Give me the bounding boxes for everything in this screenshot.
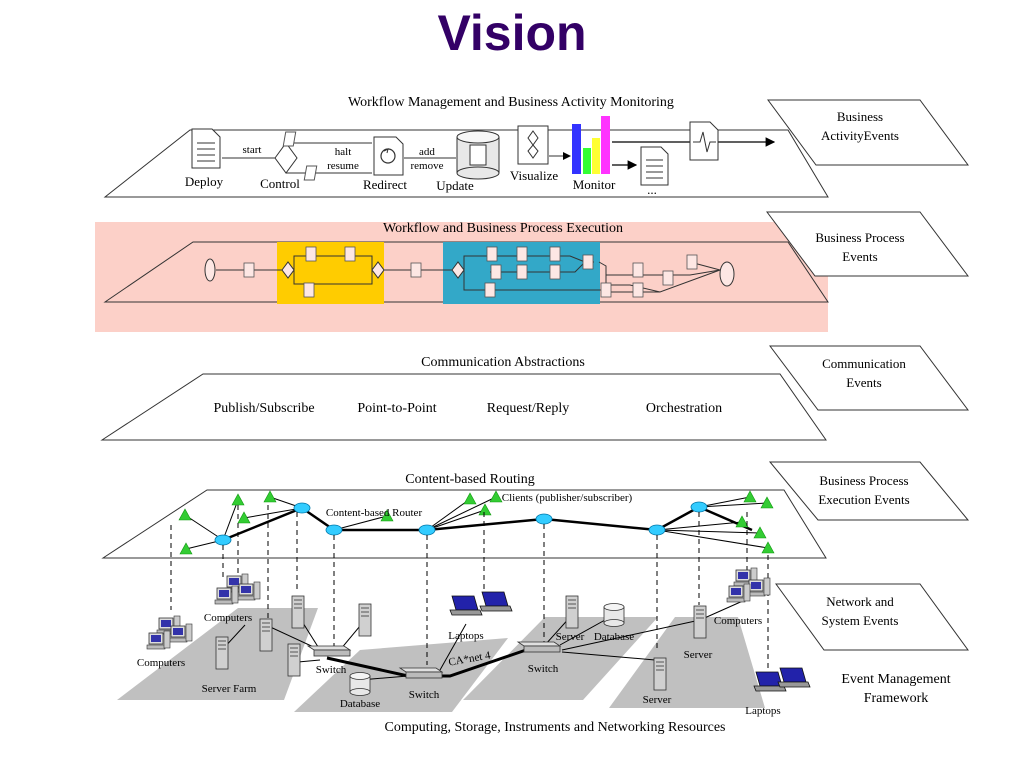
bpe-events-line1: Business Process — [815, 230, 904, 245]
control-diamond-icon — [274, 142, 298, 174]
ellipsis-label: ... — [647, 182, 657, 197]
redirect-label: Redirect — [363, 177, 407, 192]
switch-label-left: Switch — [316, 664, 347, 676]
laptops-label-center: Laptops — [448, 630, 483, 642]
visualize-label: Visualize — [510, 168, 559, 183]
computers-label-left-top: Computers — [204, 612, 252, 624]
comm-orchestration: Orchestration — [646, 401, 722, 416]
update-label: Update — [436, 178, 474, 193]
control-label: Control — [260, 176, 300, 191]
remove-label: remove — [411, 160, 444, 172]
bpee-events-line1: Business Process — [819, 473, 908, 488]
visualize-icon — [517, 125, 549, 165]
layer-workflow-management: Workflow Management and Business Activit… — [103, 95, 829, 198]
layer-resources: Computers Computers Server Farm Switch D… — [117, 505, 811, 735]
resume-label: resume — [327, 160, 359, 172]
layer-label-workflow-exec: Workflow and Business Process Execution — [383, 221, 623, 236]
layer-workflow-execution: Workflow and Business Process Execution — [95, 221, 829, 332]
monitor-bars-icon — [572, 116, 610, 174]
bpe-events-line2: Events — [842, 249, 877, 264]
bam-events-line2: ActivityEvents — [821, 128, 899, 143]
start-label: start — [243, 144, 262, 156]
comm-events-line1: Communication — [822, 356, 906, 371]
monitor-label: Monitor — [573, 177, 616, 192]
clients-label: Clients (publisher/subscriber) — [502, 492, 633, 504]
comm-publish-subscribe: Publish/Subscribe — [213, 401, 314, 416]
yellow-process-block — [277, 242, 384, 304]
server-label-right: Server — [684, 649, 713, 661]
computers-label-left: Computers — [137, 657, 185, 669]
signal-doc-icon — [689, 121, 719, 161]
slide-title: Vision — [437, 5, 587, 61]
deploy-doc-icon — [191, 128, 221, 169]
bam-events-line1: Business — [837, 109, 883, 124]
net-events-line1: Network and — [826, 594, 894, 609]
start-node-icon — [204, 258, 216, 282]
end-node-icon — [719, 261, 735, 287]
comm-point-to-point: Point-to-Point — [357, 401, 436, 416]
deploy-label: Deploy — [185, 174, 224, 189]
layer-communication: Communication Abstractions Publish/Subsc… — [100, 355, 827, 441]
update-database-icon — [456, 130, 500, 180]
server-label-center: Server — [556, 631, 585, 643]
server-label-bottom: Server — [643, 694, 672, 706]
layer-label-resources: Computing, Storage, Instruments and Netw… — [384, 720, 725, 735]
net-events-line2: System Events — [822, 613, 899, 628]
bpee-events-line2: Execution Events — [818, 492, 909, 507]
layer-label-communication: Communication Abstractions — [421, 355, 585, 370]
switch-label-right: Switch — [528, 663, 559, 675]
emf-line1: Event Management — [841, 672, 950, 687]
server-farm-label: Server Farm — [202, 683, 257, 695]
computers-label-right: Computers — [714, 615, 762, 627]
redirect-icon — [373, 136, 404, 176]
comm-events-line2: Events — [846, 375, 881, 390]
database-label-right: Database — [594, 631, 634, 643]
layer-label-workflow-mgmt: Workflow Management and Business Activit… — [348, 95, 674, 110]
switch-label-center: Switch — [409, 689, 440, 701]
output-doc-icon — [640, 146, 669, 186]
layer-label-routing: Content-based Routing — [405, 472, 535, 487]
comm-request-reply: Request/Reply — [487, 401, 569, 416]
laptops-label-right: Laptops — [745, 705, 780, 717]
event-planes: Business ActivityEvents Business Process… — [766, 99, 970, 706]
halt-label: halt — [335, 146, 352, 158]
emf-line2: Framework — [864, 691, 929, 706]
router-label: Content-based Router — [326, 507, 423, 519]
layer-content-routing: Content-based Routing Content-based Rout… — [101, 472, 827, 559]
database-label-left: Database — [340, 698, 380, 710]
add-label: add — [419, 146, 435, 158]
